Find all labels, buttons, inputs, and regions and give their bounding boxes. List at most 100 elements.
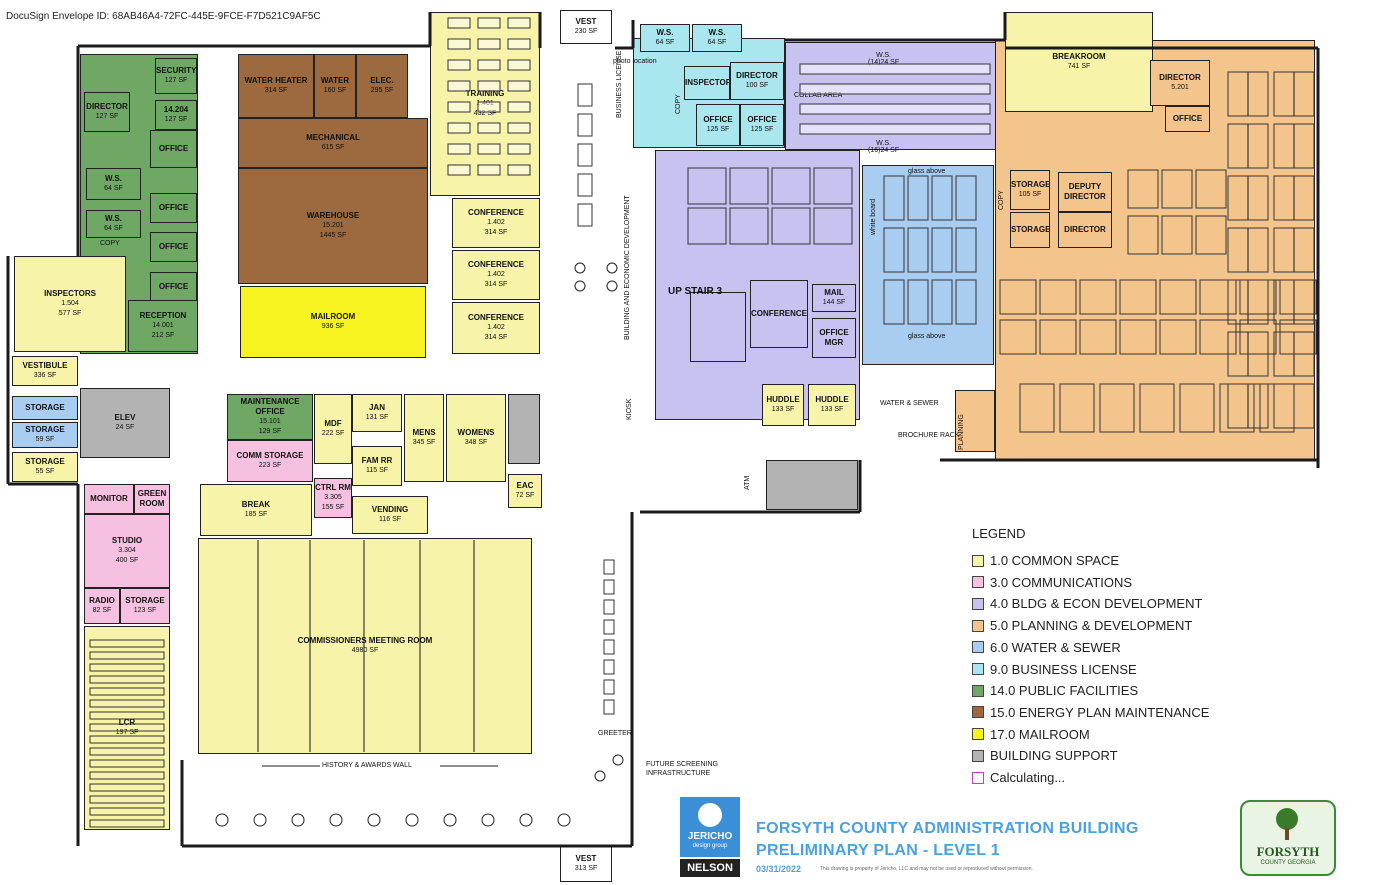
training-desk	[507, 38, 531, 50]
workstation	[955, 279, 977, 325]
training-desk	[477, 101, 501, 113]
office-cell	[771, 207, 811, 245]
workstation	[1127, 215, 1159, 255]
legend-item: 15.0 ENERGY PLAN MAINTENANCE	[972, 705, 1209, 722]
legend-item: BUILDING SUPPORT	[972, 748, 1118, 765]
office-pod	[1199, 319, 1237, 355]
workstation	[1161, 215, 1193, 255]
lounge-chair	[215, 813, 229, 827]
legend-item: 6.0 WATER & SEWER	[972, 640, 1121, 657]
legend-label: 9.0 BUSINESS LICENSE	[990, 661, 1137, 677]
workstation	[1195, 169, 1227, 209]
office-cell	[729, 167, 769, 205]
lcr-desk	[89, 699, 165, 708]
legend-item: 4.0 BLDG & ECON DEVELOPMENT	[972, 596, 1202, 613]
legend-label: 4.0 BLDG & ECON DEVELOPMENT	[990, 596, 1203, 612]
room-deputy-director: DEPUTY DIRECTOR	[1058, 172, 1112, 212]
office-pod	[999, 319, 1037, 355]
lobby-seat	[603, 579, 615, 595]
workstation	[1127, 169, 1159, 209]
forsyth-seal-subtext: COUNTY GEORGIA	[1260, 860, 1316, 866]
office-pod	[1239, 279, 1277, 315]
training-desk	[477, 122, 501, 134]
lobby-seat	[603, 679, 615, 695]
legend-item: 14.0 PUBLIC FACILITIES	[972, 683, 1138, 700]
lcr-desk	[89, 807, 165, 816]
lobby-seat	[603, 559, 615, 575]
lounge-chair	[405, 813, 419, 827]
room-conference-bldg: CONFERENCE	[750, 280, 808, 348]
training-desk	[477, 38, 501, 50]
training-desk	[447, 80, 471, 92]
round-table	[574, 280, 586, 292]
workstation	[907, 227, 929, 273]
lounge-chair	[329, 813, 343, 827]
legend-label: 17.0 MAILROOM	[990, 726, 1090, 742]
office-pod	[1079, 319, 1117, 355]
desk-row	[799, 63, 991, 75]
legend-item: 9.0 BUSINESS LICENSE	[972, 662, 1137, 679]
drawing-copyright-note: This drawing is property of Jericho, LLC…	[820, 866, 1033, 872]
lcr-desk	[89, 819, 165, 828]
legend-swatch	[972, 597, 984, 610]
docusign-envelope-id: DocuSign Envelope ID: 68AB46A4-72FC-445E…	[6, 11, 321, 22]
greeter-label: GREETER	[598, 730, 632, 737]
desk-row	[799, 103, 991, 115]
training-desk	[447, 122, 471, 134]
lcr-desk	[89, 783, 165, 792]
workstation	[1179, 383, 1215, 433]
lobby-bench	[577, 143, 593, 167]
lobby-seat	[603, 699, 615, 715]
water-sewer-label: WATER & SEWER	[880, 400, 939, 407]
training-desk	[477, 164, 501, 176]
office-cell	[687, 167, 727, 205]
pf-copy-label: COPY	[100, 240, 120, 247]
training-desk	[477, 80, 501, 92]
legend-swatch	[972, 706, 984, 719]
history-awards-wall-label: HISTORY & AWARDS WALL	[322, 762, 412, 769]
legend-label: Calculating...	[990, 770, 1066, 785]
legend-item: 1.0 COMMON SPACE	[972, 553, 1119, 570]
lcr-desk	[89, 651, 165, 660]
training-desk	[507, 164, 531, 176]
tree-icon	[1276, 808, 1298, 830]
training-desk	[447, 164, 471, 176]
office-pod	[1079, 279, 1117, 315]
jericho-logo: JERICHO design group	[680, 797, 740, 857]
legend-label: 1.0 COMMON SPACE	[990, 553, 1120, 568]
lobby-seat	[603, 659, 615, 675]
training-desk	[507, 17, 531, 29]
lounge-chair	[443, 813, 457, 827]
legend-item: 3.0 COMMUNICATIONS	[972, 575, 1132, 592]
room-elec: ELEC.295 SF	[356, 54, 408, 118]
office-cell	[813, 167, 853, 205]
office-cell	[687, 207, 727, 245]
room-pf-office-4: OFFICE	[150, 272, 197, 302]
room-pf-office-3: OFFICE	[150, 232, 197, 262]
lounge-chair	[253, 813, 267, 827]
office-pod	[1239, 319, 1277, 355]
legend-item: Calculating...	[972, 770, 1065, 787]
lcr-desk	[89, 639, 165, 648]
forsyth-county-seal: FORSYTH COUNTY GEORGIA	[1240, 800, 1336, 876]
lounge-chair	[519, 813, 533, 827]
workstation	[1161, 169, 1193, 209]
lcr-desk	[89, 675, 165, 684]
workstation	[931, 175, 953, 221]
lobby-seat	[603, 639, 615, 655]
